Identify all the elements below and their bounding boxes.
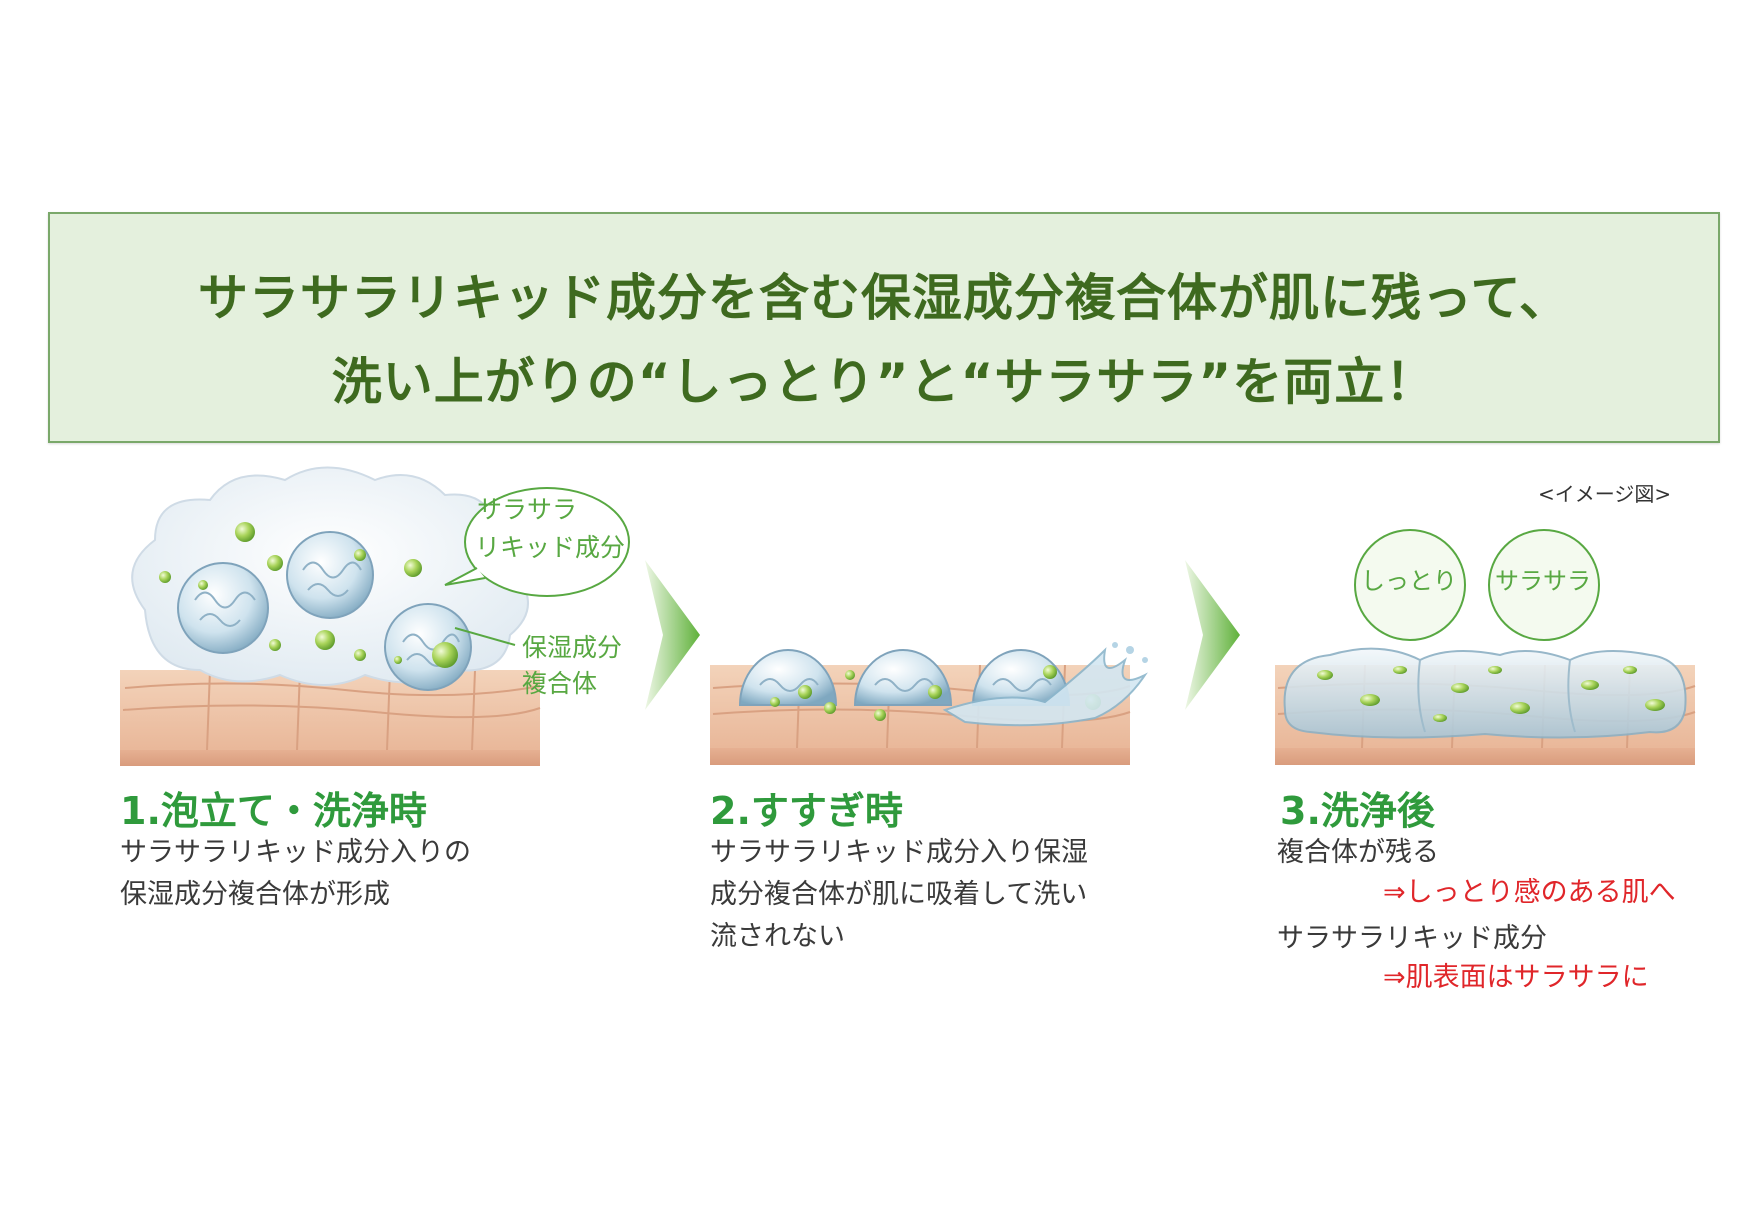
step1-desc-line1: サラサラリキッド成分入りの	[120, 837, 471, 868]
step2-illustration	[710, 642, 1148, 765]
step1-title: 1.泡立て・洗浄時	[120, 789, 427, 833]
headline-line-1: サラサラリキッド成分を含む保湿成分複合体が肌に残って、	[198, 269, 1570, 327]
complex-label-line1: 保湿成分	[522, 633, 623, 662]
liquid-callout-line1: サラサラ	[477, 495, 578, 524]
residual-complex-film	[1283, 647, 1687, 739]
step2-desc-line1: サラサラリキッド成分入り保湿	[710, 837, 1088, 868]
complex-label-line2: 複合体	[522, 669, 598, 698]
image-note: <イメージ図>	[1538, 482, 1672, 506]
moist-badge	[1354, 529, 1466, 641]
moisture-complex	[384, 603, 472, 691]
step3-title: 3.洗浄後	[1280, 789, 1435, 833]
smooth-badge	[1488, 529, 1600, 641]
step2-desc-line3: 流されない	[710, 921, 845, 952]
step2-desc-line2: 成分複合体が肌に吸着して洗い	[710, 879, 1088, 910]
step1-desc-line2: 保湿成分複合体が形成	[120, 879, 390, 910]
step-arrow-2	[1185, 560, 1240, 710]
moist-badge-label: しっとり	[1361, 567, 1457, 595]
step3-result2: ⇒肌表面はサラサラに	[1383, 962, 1649, 993]
step-arrow-1	[645, 560, 700, 710]
smooth-badge-label: サラサラ	[1495, 567, 1591, 595]
headline-line-2: 洗い上がりの“しっとり”と“サラサラ”を両立！	[331, 353, 1437, 411]
step3-illustration	[1275, 529, 1696, 765]
liquid-callout-line2: リキッド成分	[475, 533, 626, 562]
moisture-complex	[177, 562, 269, 654]
step2-title: 2.すすぎ時	[710, 789, 903, 833]
step3-desc-line1: 複合体が残る	[1277, 837, 1439, 868]
adsorbed-complexes	[738, 649, 1101, 721]
water-splash	[942, 642, 1148, 727]
liquid-droplets	[159, 522, 458, 668]
step1-illustration	[120, 466, 630, 766]
complex-leader-line	[454, 627, 516, 646]
headline-banner: サラサラリキッド成分を含む保湿成分複合体が肌に残って、 洗い上がりの“しっとり”…	[48, 212, 1720, 443]
step3-result1: ⇒しっとり感のある肌へ	[1383, 877, 1676, 908]
liquid-callout	[444, 487, 630, 597]
step3-desc-line2: サラサラリキッド成分	[1277, 923, 1547, 954]
moisture-complex	[286, 531, 374, 619]
